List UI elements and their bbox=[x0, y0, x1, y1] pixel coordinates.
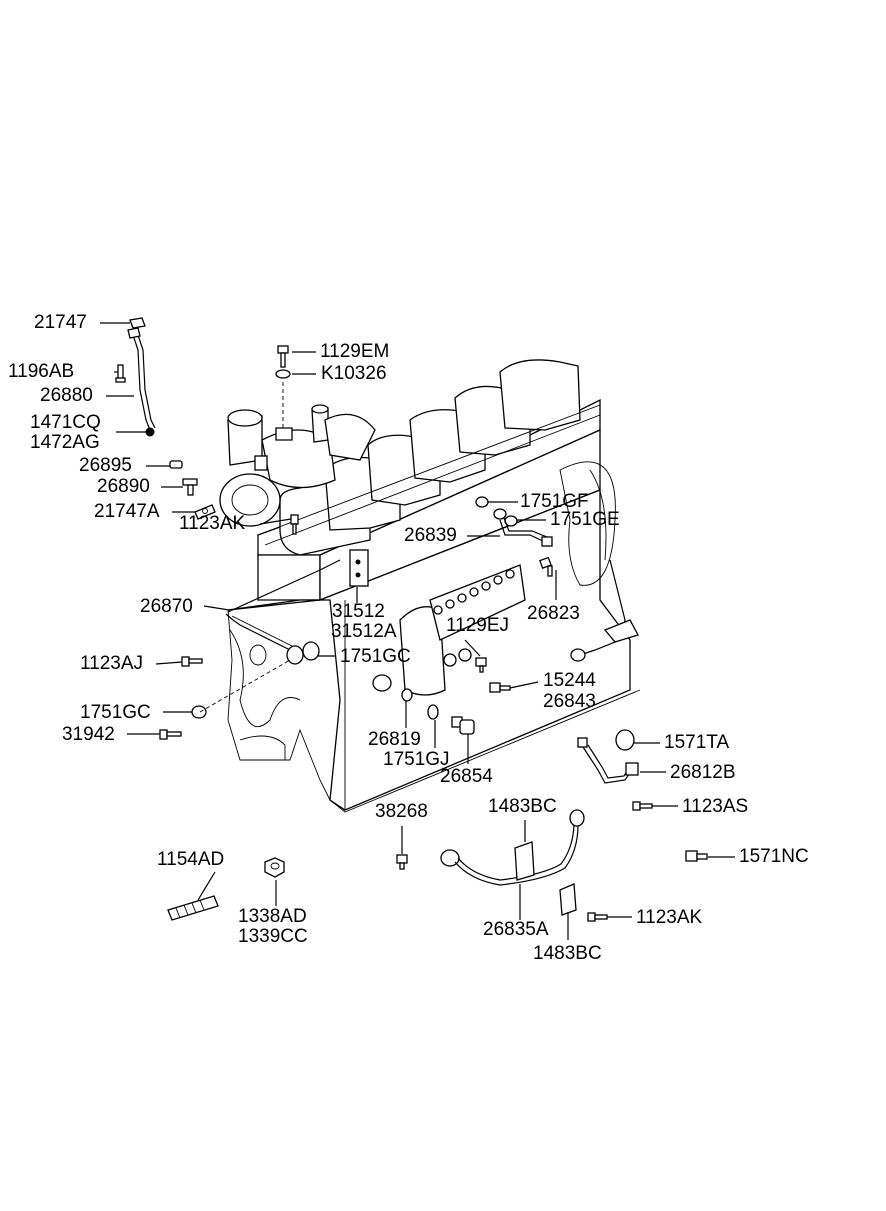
label-1129EM: 1129EM bbox=[320, 341, 390, 362]
part-26895 bbox=[169, 460, 183, 469]
part-21747 bbox=[129, 317, 146, 329]
leader-lines bbox=[100, 322, 735, 940]
washer-1751GC-lower bbox=[191, 705, 207, 719]
cylinder-head bbox=[257, 359, 601, 556]
bolt-1123AJ bbox=[181, 656, 203, 667]
label-1196AB: 1196AB bbox=[8, 361, 75, 382]
label-1751GJ: 1751GJ bbox=[383, 749, 450, 770]
washer-1751GJ bbox=[427, 704, 439, 720]
label-26895: 26895 bbox=[79, 455, 132, 476]
label-26870: 26870 bbox=[140, 596, 193, 617]
label-26843: 26843 bbox=[543, 691, 596, 712]
part-26880-pipe bbox=[127, 327, 156, 431]
label-1472AG: 1472AG bbox=[30, 432, 100, 453]
label-26835A: 26835A bbox=[483, 919, 549, 940]
label-31512: 31512 bbox=[332, 601, 385, 622]
label-1123AJ: 1123AJ bbox=[80, 653, 144, 674]
label-26854: 26854 bbox=[440, 766, 493, 787]
label-1154AD: 1154AD bbox=[157, 849, 225, 870]
pipe-26839 bbox=[475, 496, 553, 547]
bolt-26823 bbox=[539, 556, 553, 577]
fitting-38268 bbox=[396, 854, 408, 870]
stud-1154AD bbox=[167, 895, 219, 921]
label-21747A: 21747A bbox=[94, 501, 160, 522]
label-1751GF: 1751GF bbox=[520, 491, 589, 512]
label-26819: 26819 bbox=[368, 729, 421, 750]
label-31942: 31942 bbox=[62, 724, 115, 745]
label-26880: 26880 bbox=[40, 385, 93, 406]
bracket-31512 bbox=[349, 549, 369, 587]
bolt-1123AK-lower bbox=[587, 912, 608, 922]
washer-K10326 bbox=[275, 369, 291, 379]
label-26839: 26839 bbox=[404, 525, 457, 546]
harness-26835A bbox=[440, 809, 585, 916]
label-1123AK-lower: 1123AK bbox=[636, 907, 703, 928]
bolt-1123AS bbox=[632, 801, 653, 811]
injector-row bbox=[433, 569, 515, 615]
label-1123AS: 1123AS bbox=[682, 796, 749, 817]
part-26890 bbox=[182, 478, 198, 496]
label-1338AD: 1338AD bbox=[238, 906, 307, 927]
harness-26812B bbox=[577, 737, 639, 784]
oil-pipe-26870 bbox=[227, 559, 341, 613]
bolt-1129EM bbox=[277, 345, 289, 368]
label-1483BC-lower: 1483BC bbox=[533, 943, 602, 964]
label-1471CQ: 1471CQ bbox=[30, 412, 101, 433]
label-1751GC-upper: 1751GC bbox=[340, 646, 411, 667]
label-26890: 26890 bbox=[97, 476, 150, 497]
label-26812B: 26812B bbox=[670, 762, 736, 783]
bolt-1196AB bbox=[115, 364, 126, 383]
sensor-26854 bbox=[451, 716, 475, 735]
label-1571NC: 1571NC bbox=[739, 846, 809, 867]
label-1483BC-upper: 1483BC bbox=[488, 796, 557, 817]
label-26823: 26823 bbox=[527, 603, 580, 624]
label-1751GC-lower: 1751GC bbox=[80, 702, 151, 723]
nut-1338AD bbox=[264, 857, 285, 878]
label-1751GE: 1751GE bbox=[550, 509, 620, 530]
bolt-1571NC bbox=[685, 850, 708, 862]
label-15244: 15244 bbox=[543, 670, 596, 691]
bolt-31942 bbox=[159, 729, 182, 740]
label-1123AK-upper: 1123AK bbox=[179, 513, 246, 534]
fitting-1751GC-upper bbox=[286, 641, 320, 665]
manifold bbox=[399, 564, 526, 696]
gasket-21747A bbox=[194, 504, 216, 520]
plug-26819 bbox=[372, 674, 413, 702]
label-21747: 21747 bbox=[34, 312, 87, 333]
label-1571TA: 1571TA bbox=[664, 732, 730, 753]
label-1339CC: 1339CC bbox=[238, 926, 308, 947]
part-1471CQ-1472AG bbox=[145, 427, 155, 437]
label-38268: 38268 bbox=[375, 801, 428, 822]
label-1129EJ: 1129EJ bbox=[446, 615, 510, 636]
label-31512A: 31512A bbox=[331, 621, 397, 642]
bolt-1129EJ bbox=[443, 648, 487, 673]
turbocharger bbox=[219, 404, 376, 527]
cap-1571TA bbox=[615, 729, 635, 751]
label-K10326: K10326 bbox=[321, 363, 387, 384]
